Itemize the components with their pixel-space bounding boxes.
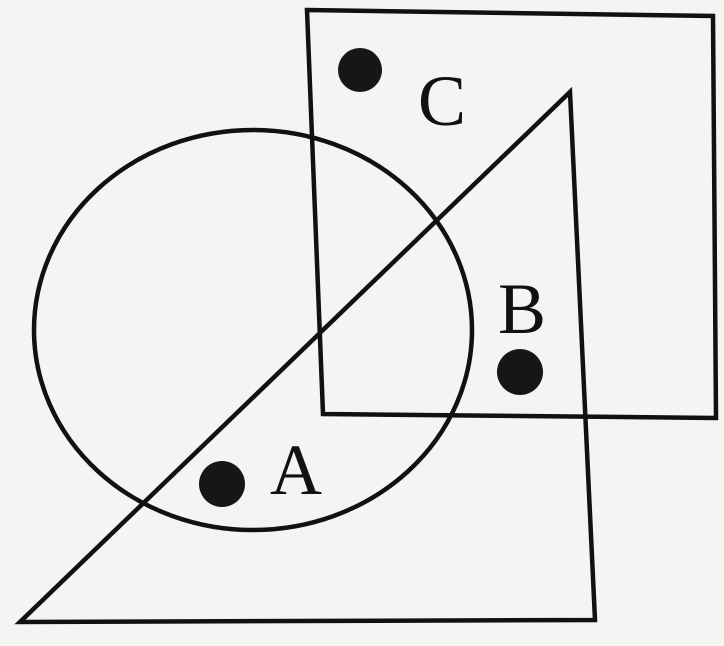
circle bbox=[31, 127, 475, 533]
square bbox=[304, 7, 719, 421]
label-b: B bbox=[498, 269, 546, 349]
point-b bbox=[497, 349, 543, 395]
point-c bbox=[338, 48, 382, 92]
label-c: C bbox=[418, 61, 466, 141]
triangle bbox=[14, 86, 598, 625]
point-a bbox=[199, 461, 245, 507]
label-a: A bbox=[270, 430, 322, 510]
